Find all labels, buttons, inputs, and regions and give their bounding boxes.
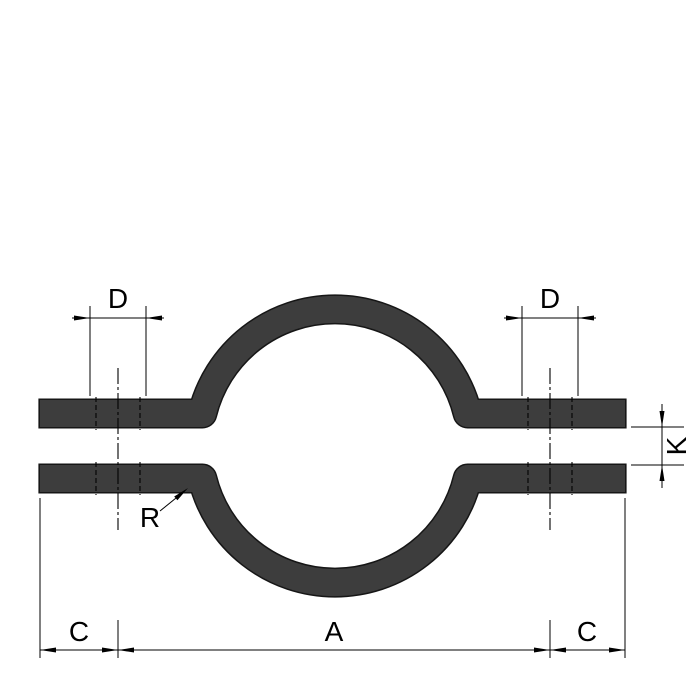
dimension-label-c-left: C (69, 616, 89, 647)
radius-r-leader: R (140, 488, 188, 533)
arrowhead (102, 647, 118, 653)
dimension-label-c-right: C (577, 616, 597, 647)
dimension-k: K (631, 404, 692, 488)
dimension-d-right: D (504, 283, 596, 396)
arrowhead (659, 465, 665, 481)
dimension-label-k: K (661, 436, 692, 455)
arrowhead (659, 411, 665, 427)
top-strap (40, 295, 625, 427)
dimension-label-d-left: D (108, 283, 128, 314)
arrowhead (550, 647, 566, 653)
arrowhead (609, 647, 625, 653)
radius-label-r: R (140, 502, 160, 533)
clamp-straps (38, 294, 627, 598)
bottom-strap-outline (38, 463, 627, 598)
bottom-dimensions: C A C (39, 498, 626, 658)
top-strap-outline (38, 294, 627, 429)
arrowhead (534, 647, 550, 653)
arrowhead (146, 315, 162, 321)
dimension-label-a: A (325, 616, 344, 647)
arrowhead (174, 488, 188, 501)
dimension-d-left: D (72, 283, 164, 396)
bottom-strap (40, 465, 625, 597)
arrowhead (118, 647, 134, 653)
dimension-label-d-right: D (540, 283, 560, 314)
arrowhead (578, 315, 594, 321)
arrowhead (74, 315, 90, 321)
bolt-hole-hidden-lines (95, 397, 573, 495)
arrowhead (506, 315, 522, 321)
arrowhead (40, 647, 56, 653)
bolt-centerlines (117, 368, 551, 530)
